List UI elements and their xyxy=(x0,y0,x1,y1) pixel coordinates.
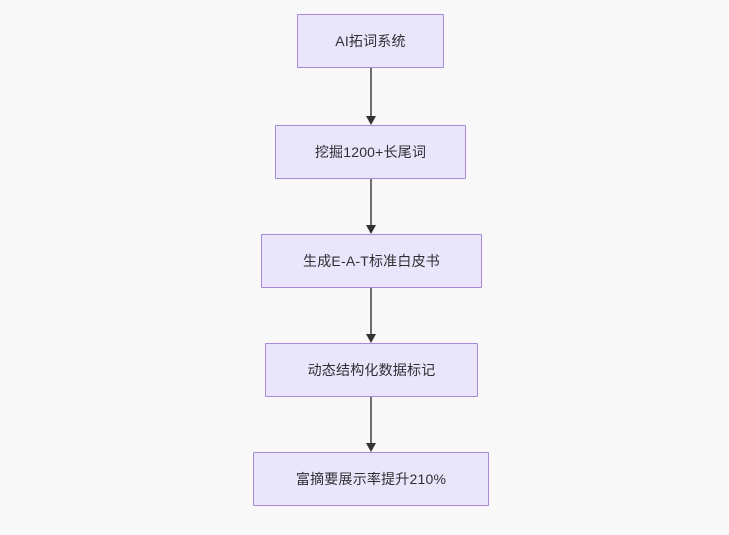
flowchart-node-dynamic-structured-data[interactable]: 动态结构化数据标记 xyxy=(265,343,478,397)
edge-n2-n3 xyxy=(366,179,376,234)
flowchart-node-mine-longtail-keywords[interactable]: 挖掘1200+长尾词 xyxy=(275,125,466,179)
edge-n3-n4 xyxy=(366,288,376,343)
flowchart-node-generate-eat-whitepaper[interactable]: 生成E-A-T标准白皮书 xyxy=(261,234,482,288)
edge-line xyxy=(370,179,372,226)
edge-line xyxy=(370,68,372,117)
edge-n1-n2 xyxy=(366,68,376,125)
edge-n4-n5 xyxy=(366,397,376,452)
node-label: 动态结构化数据标记 xyxy=(307,361,436,378)
node-label: AI拓词系统 xyxy=(335,32,406,49)
arrow-head-icon xyxy=(366,116,376,125)
node-label: 富摘要展示率提升210% xyxy=(295,470,447,487)
edge-line xyxy=(370,288,372,335)
edge-line xyxy=(370,397,372,444)
flowchart-node-rich-snippet-uplift[interactable]: 富摘要展示率提升210% xyxy=(253,452,489,506)
arrow-head-icon xyxy=(366,443,376,452)
arrow-head-icon xyxy=(366,334,376,343)
node-label: 生成E-A-T标准白皮书 xyxy=(303,252,440,269)
node-label: 挖掘1200+长尾词 xyxy=(314,143,427,160)
arrow-head-icon xyxy=(366,225,376,234)
flowchart-node-ai-keyword-system[interactable]: AI拓词系统 xyxy=(297,14,444,68)
